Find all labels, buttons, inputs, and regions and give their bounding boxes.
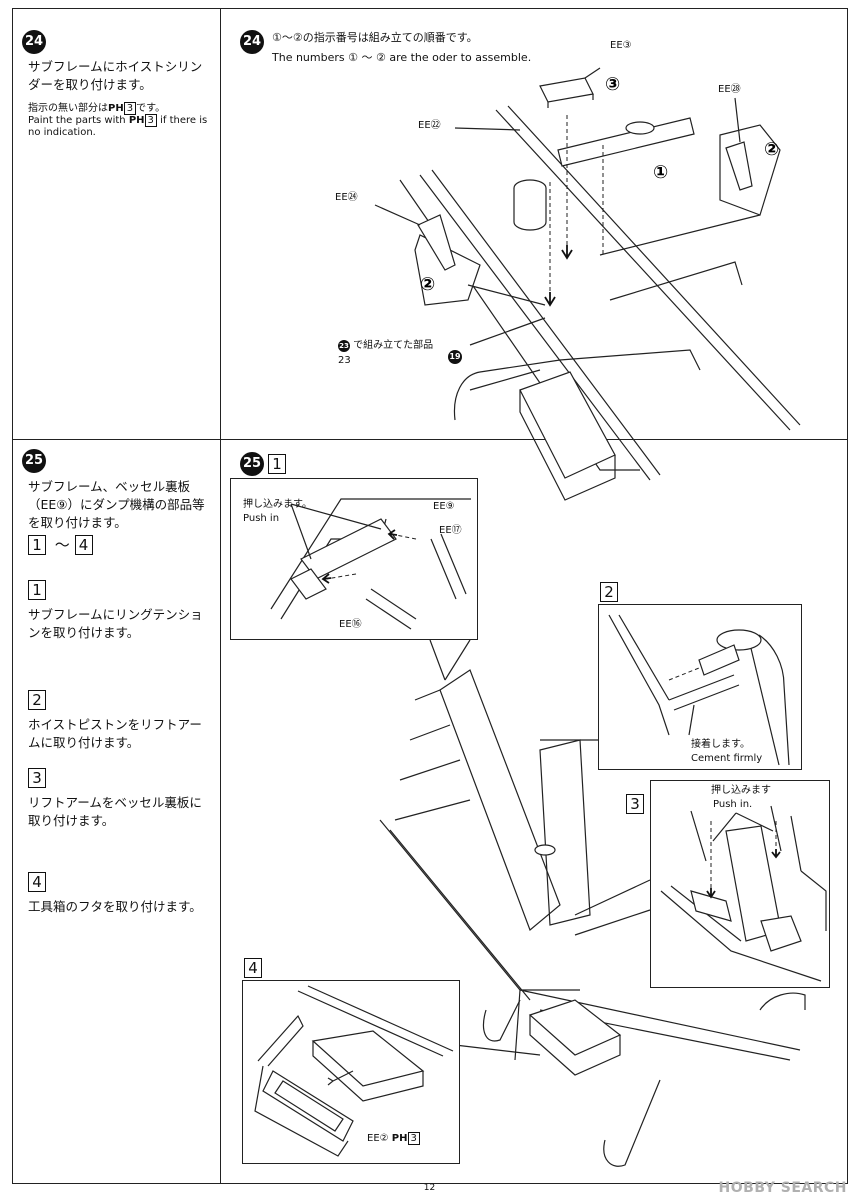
label-ee3: EE③ (610, 40, 632, 51)
detail-1-push-jp: 押し込みます。 (243, 499, 312, 510)
substep-1-box: 1 (28, 580, 46, 600)
detail-3-push-jp: 押し込みます (711, 785, 771, 796)
note-jp: 指示の無い部分は (28, 103, 108, 114)
detail-1-ee9: EE⑨ (433, 501, 455, 512)
assembled-part-ref: 23 で組み立てた部品 (338, 340, 433, 352)
detail-3-push-en: Push in. (713, 799, 753, 810)
ref-19-badge: 19 (448, 350, 462, 364)
step-24-illustration: ① ③ ② ② (374, 67, 801, 501)
step-24-badge: 24 (22, 30, 46, 54)
substep-3-text: リフトアームをベッセル裏板に取り付けます。 (28, 795, 202, 828)
substep-4-text: 工具箱のフタを取り付けます。 (28, 899, 202, 914)
range-sep: ～ (54, 536, 70, 554)
note-box: 3 (123, 102, 137, 115)
order-note-jp: ①～②の指示番号は組み立ての順番です。 (272, 31, 478, 44)
step-24-diagram-badge: 24 (240, 30, 264, 54)
detail-1-ee16: EE⑯ (339, 619, 362, 630)
column-divider (220, 8, 221, 1184)
detail-panel-2: 接着します。 Cement firmly (598, 604, 802, 770)
page-number: 12 (423, 1183, 436, 1193)
detail-panel-3: 押し込みます Push in. (650, 780, 830, 988)
substep-4: 4 工具箱のフタを取り付けます。 (28, 872, 213, 916)
ref-step-badge: 23 (338, 340, 350, 352)
order-2-mark-right: ② (764, 139, 779, 160)
note-code: PH (108, 103, 124, 114)
note-box-en: 3 (144, 114, 157, 127)
order-1-mark: ① (653, 162, 668, 183)
substep-3-box: 3 (28, 768, 46, 788)
order-3-mark: ③ (605, 74, 620, 95)
substep-4-box: 4 (28, 872, 46, 892)
range-end-box: 4 (74, 535, 93, 555)
detail-4-paint-code: PH (391, 1133, 408, 1144)
detail-1-drawing (270, 498, 471, 630)
detail-4-ee2: EE② (367, 1133, 389, 1144)
substep-2: 2 ホイストピストンをリフトアームに取り付けます。 (28, 690, 213, 752)
substep-2-box: 2 (28, 690, 46, 710)
page-frame (12, 8, 848, 1184)
watermark-logo: HOBBY SEARCH (718, 1180, 847, 1196)
range-start-box: 1 (28, 535, 46, 555)
detail-1-push-en: Push in (243, 513, 280, 524)
order-note-en: The numbers ① ～ ② are the oder to assemb… (272, 51, 532, 64)
order-2-mark-left: ② (420, 274, 435, 295)
label-ee22: EE㉒ (418, 120, 441, 131)
step-25-diagram-badge: 25 (240, 452, 264, 476)
substep-3: 3 リフトアームをベッセル裏板に取り付けます。 (28, 768, 213, 830)
substep-1-text: サブフレームにリングテンションを取り付けます。 (28, 607, 203, 640)
ref-part-number: 23 (338, 355, 351, 366)
substep-2-text: ホイストピストンをリフトアームに取り付けます。 (28, 717, 202, 750)
step-24-title: サブフレームにホイストシリンダーを取り付けます。 (28, 59, 203, 92)
detail-2-cement-en: Cement firmly (691, 753, 763, 764)
detail-3-drawing (660, 805, 827, 982)
detail-2-box: 2 (600, 582, 618, 602)
note-jp-end: です。 (136, 103, 166, 114)
label-ee24: EE㉔ (335, 192, 358, 203)
step-divider (12, 439, 848, 440)
detail-panel-1: 押し込みます。 Push in EE⑨ EE⑰ EE⑯ (230, 478, 478, 640)
step-25-header-box: 1 (268, 454, 286, 474)
detail-4-paint-box: 3 (407, 1132, 420, 1145)
detail-4-drawing (254, 985, 454, 1157)
note-en-b: if there is no indication. (28, 115, 208, 138)
detail-2-cement-jp: 接着します。 (691, 739, 750, 750)
label-ee28: EE㉘ (718, 84, 741, 95)
detail-1-ee17: EE⑰ (439, 525, 462, 536)
substep-1: 1 サブフレームにリングテンションを取り付けます。 (28, 580, 213, 642)
detail-3-box: 3 (626, 794, 644, 814)
note-code-en: PH (128, 115, 145, 126)
step-25-title: サブフレーム、ベッセル裏板（EE⑨）にダンプ機構の部品等を取り付けます。 (28, 479, 205, 530)
step-25-range: 1 ～ 4 (28, 535, 213, 555)
ref-jp: で組み立てた部品 (353, 340, 434, 351)
detail-4-box: 4 (244, 958, 262, 978)
note-en-a: Paint the parts with (28, 115, 126, 126)
detail-2-drawing (608, 614, 790, 766)
step-25-badge: 25 (22, 449, 46, 473)
